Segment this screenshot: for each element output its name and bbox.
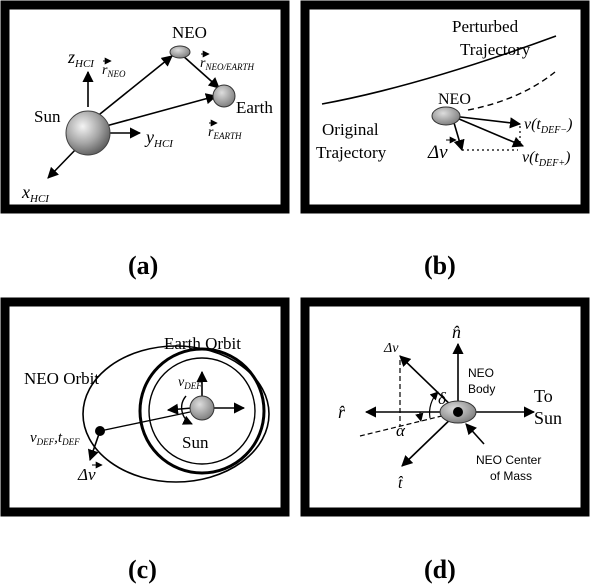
caption-b: (b) [424, 251, 456, 280]
caption-a: (a) [128, 251, 158, 280]
caption-c: (c) [128, 555, 157, 584]
delta-label: δ [438, 389, 447, 408]
r-neo-earth-vector [181, 54, 220, 89]
com-label-1: NEO Center [476, 453, 541, 467]
sun-sphere [65, 110, 111, 156]
dv-label-d: Δv [383, 341, 399, 356]
dv-label-b: Δv [427, 142, 448, 163]
t-hat-label: t̂ [398, 475, 403, 492]
neo-orbit-ellipse [82, 345, 270, 483]
r-hat-label: r̂ [338, 402, 346, 422]
neo-radius-line [99, 411, 191, 432]
sun-sphere-c [189, 395, 215, 421]
v-plus-label: v(tDEF+) [522, 149, 570, 169]
r-neo-vector [94, 55, 173, 119]
r-neo-earth-label: rNEO/EARTH [200, 56, 254, 72]
neo-body-label-1: NEO [468, 366, 494, 380]
original-label-2: Trajectory [316, 143, 387, 162]
earth-orbit-inner [148, 357, 256, 465]
original-trajectory-curve [321, 35, 557, 105]
com-label-2: of Mass [490, 469, 532, 483]
z-axis-label: zHCI [67, 47, 95, 70]
perturbed-label-2: Trajectory [460, 40, 531, 59]
x-axis-label: xHCI [21, 182, 50, 205]
earth-label: Earth [236, 98, 273, 117]
sun-label-c: Sun [182, 433, 209, 452]
panel-c: NEO Orbit Earth Orbit vDEF Sun vDEF,tDEF… [0, 297, 290, 517]
v-def-label: vDEF [178, 375, 202, 391]
r-earth-vector [105, 93, 218, 127]
to-sun-label-1: To [534, 386, 553, 406]
panel-b: Perturbed Trajectory NEO Original Trajec… [300, 0, 590, 214]
earth-orbit-outer [138, 347, 266, 475]
v-minus-arrow [451, 115, 522, 129]
dv-arrow-c [87, 430, 101, 462]
y-axis-label: yHCI [144, 127, 174, 150]
earth-orbit-label: Earth Orbit [164, 334, 241, 353]
original-label-1: Original [322, 120, 379, 139]
neo-label: NEO [172, 23, 207, 42]
earth-sphere [212, 84, 236, 108]
neo-body-label-2: Body [468, 382, 495, 396]
v-minus-label: v(tDEF−) [524, 116, 572, 136]
com-pointer [465, 423, 485, 445]
panel-d: n̂ Δv δ α r̂ t̂ NEO Body To Sun NEO Cent… [300, 297, 590, 517]
dv-label-c: Δv [77, 465, 96, 484]
panel-c-frame [0, 297, 290, 517]
perturbed-trajectory-curve [467, 71, 556, 111]
delta-arc [428, 391, 439, 419]
to-sun-label-2: Sun [534, 408, 562, 428]
n-hat-label: n̂ [452, 322, 461, 342]
alpha-label: α [396, 421, 406, 440]
panel-a: NEO Earth Sun zHCI yHCI xHCI rNEO rEARTH… [0, 0, 290, 214]
perturbed-label-1: Perturbed [452, 17, 519, 36]
v-plus-arrow [451, 115, 525, 148]
sun-left-arrow [166, 403, 193, 415]
x-axis-arrow [47, 146, 79, 179]
neo-label-b: NEO [438, 91, 471, 108]
neo-body [169, 45, 191, 59]
v-t-def-label: vDEF,tDEF [30, 430, 80, 447]
sun-label: Sun [34, 107, 61, 126]
neo-orbit-label: NEO Orbit [24, 369, 99, 388]
alpha-arc [415, 411, 424, 422]
neo-center-of-mass [453, 407, 463, 417]
caption-d: (d) [424, 555, 456, 584]
r-neo-label: rNEO [102, 63, 126, 79]
rotation-arc [180, 395, 193, 425]
r-earth-label: rEARTH [208, 125, 242, 141]
neo-body-b [431, 106, 461, 126]
